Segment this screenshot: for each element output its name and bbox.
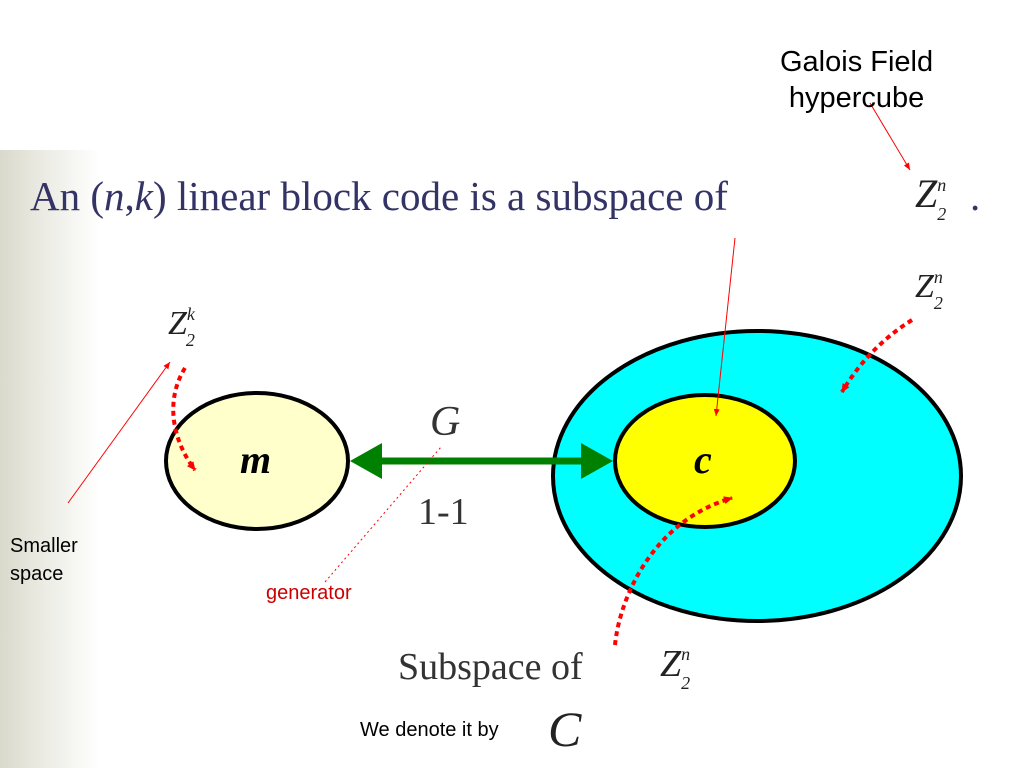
title-sub-2: 2 (937, 204, 947, 224)
subspace-to-c-dotted-arrow (613, 496, 733, 646)
generator-symbol-g: G (430, 399, 461, 445)
one-to-one-label: 1-1 (418, 491, 469, 533)
slide-side-gradient (0, 150, 100, 768)
inner-circle-c (613, 393, 797, 529)
z2n-to-outer-dotted-arrow (840, 318, 914, 394)
title-z: Z (915, 171, 938, 216)
message-circle-m (164, 391, 350, 531)
zk-symbol: Zk 2 (168, 303, 195, 350)
message-label-m: m (240, 437, 272, 482)
title-sup-n: n (937, 174, 947, 195)
title-part1: An ( (30, 173, 105, 219)
subspace-of-label: Subspace of (398, 646, 583, 688)
title-comma: , (124, 173, 135, 219)
codeword-label-c: c (694, 437, 712, 482)
galois-pointer-line (869, 102, 911, 171)
smaller-space-pointer-line (67, 361, 171, 504)
generator-label: generator (266, 582, 352, 604)
galois-field-label: Galois Field hypercube (780, 44, 933, 116)
galois-label-line1: Galois Field (780, 46, 934, 78)
title-part2: ) linear block code is a subspace of (152, 173, 728, 219)
script-c-symbol: C (548, 701, 582, 757)
zk-sup-k: k (186, 303, 195, 324)
zk-to-m-dotted-arrow (171, 366, 197, 472)
title-z2n-symbol: Zn 2 (915, 170, 947, 224)
subspace-sup-n: n (681, 644, 691, 665)
subspace-sub-2: 2 (681, 672, 691, 693)
galois-label-line2: hypercube (788, 82, 925, 114)
outer-sup-n: n (933, 266, 943, 287)
outer-sub-2: 2 (933, 292, 943, 313)
smaller-space-label: Smaller space (10, 532, 78, 588)
slide-title: An (n,k) linear block code is a subspace… (30, 172, 728, 220)
mapping-arrow-left-head (350, 443, 382, 479)
subspace-z2n-symbol: Zn 2 (660, 642, 691, 693)
title-n: n (104, 173, 125, 219)
zk-sub-2: 2 (185, 329, 195, 350)
title-k: k (134, 173, 153, 219)
smaller-line2: space (10, 563, 64, 585)
outer-z2n-symbol: Zn 2 (915, 266, 943, 313)
subspace-z: Z (660, 643, 682, 685)
mapping-arrow-right-head (581, 443, 613, 479)
subspace-pointer-line (713, 237, 736, 417)
title-period: . (970, 173, 981, 219)
outer-z: Z (915, 268, 934, 305)
smaller-line1: Smaller (10, 535, 78, 557)
we-denote-label: We denote it by (360, 719, 499, 741)
zk-z: Z (168, 305, 187, 342)
